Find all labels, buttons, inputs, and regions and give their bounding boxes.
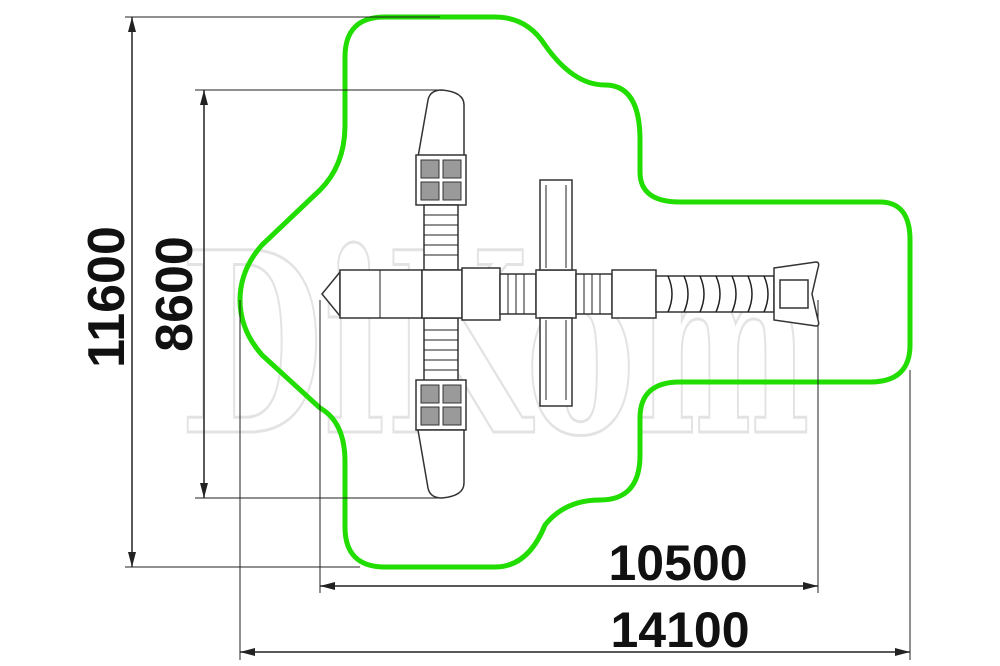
- top-slide: [417, 89, 465, 158]
- playground-structure: [321, 89, 820, 499]
- front-section: [339, 269, 423, 319]
- dimension-outer-height: 11600: [78, 16, 440, 568]
- dimension-outer-width: 14100: [239, 300, 911, 660]
- dimension-inner-width: 10500: [319, 300, 819, 593]
- outer-height-label: 11600: [78, 226, 136, 368]
- tail-platform: [535, 269, 577, 319]
- tail-slide-top: [539, 179, 573, 271]
- mid-bridge: [499, 273, 537, 315]
- safety-zone-outline: [237, 14, 913, 570]
- crawl-tunnel: [655, 275, 775, 313]
- center-platform: [421, 269, 463, 319]
- dimension-inner-height: 8600: [146, 89, 440, 499]
- bottom-slide: [417, 429, 465, 499]
- rear-bridge: [575, 273, 613, 315]
- inner-height-label: 8600: [146, 236, 204, 352]
- watermark-text: DiKom: [180, 197, 810, 491]
- inner-width-label: 10500: [608, 535, 747, 591]
- rear-section: [611, 269, 657, 319]
- outer-width-label: 14100: [610, 602, 749, 658]
- tail-slide-bottom: [539, 317, 573, 407]
- mid-section: [461, 267, 501, 321]
